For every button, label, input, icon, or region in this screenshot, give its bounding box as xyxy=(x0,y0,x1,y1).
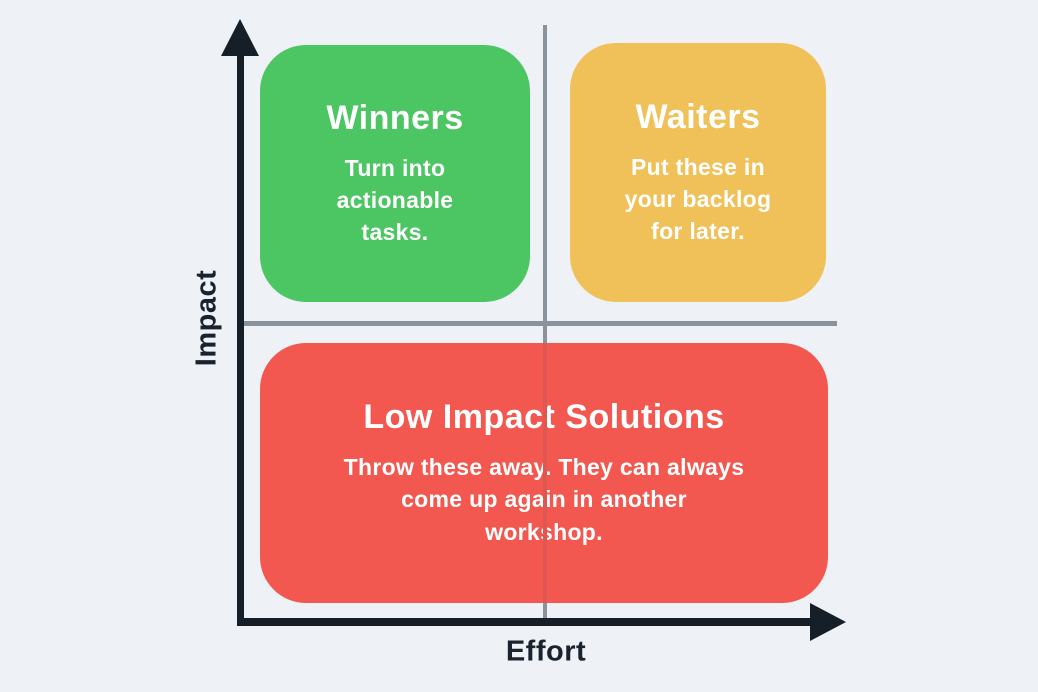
y-axis-arrowhead-icon xyxy=(221,19,259,56)
vertical-divider-line-bottom xyxy=(543,603,547,618)
horizontal-divider-line xyxy=(244,321,837,326)
x-axis-arrowhead-icon xyxy=(810,603,846,641)
quadrant-winners-description: Turn into actionable tasks. xyxy=(336,154,454,246)
quadrant-winners: Winners Turn into actionable tasks. xyxy=(260,45,530,302)
quadrant-winners-title: Winners xyxy=(326,98,464,137)
y-axis-label: Impact xyxy=(190,269,223,367)
x-axis-label: Effort xyxy=(505,635,587,668)
quadrant-waiters-title: Waiters xyxy=(635,97,761,136)
x-axis-line xyxy=(237,618,813,626)
vertical-divider-line-top xyxy=(543,25,547,343)
quadrant-waiters-description: Put these in your backlog for later. xyxy=(624,153,772,245)
y-axis-line xyxy=(237,45,244,626)
quadrant-waiters: Waiters Put these in your backlog for la… xyxy=(570,43,826,302)
vertical-divider-line-over-red xyxy=(543,343,547,603)
